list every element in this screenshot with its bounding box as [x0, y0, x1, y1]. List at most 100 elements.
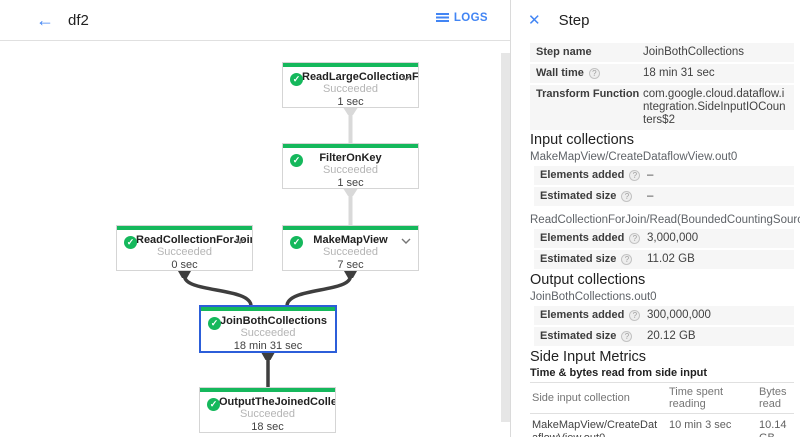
- help-icon[interactable]: ?: [621, 191, 633, 202]
- success-check-icon: ✓: [290, 154, 303, 167]
- node-duration: 1 sec: [337, 96, 364, 108]
- graph-node-readlargecollection[interactable]: ✓ ReadLargeCollectionFr... Succeeded 1 s…: [282, 62, 419, 108]
- close-icon[interactable]: ✕: [528, 12, 541, 29]
- back-arrow-icon[interactable]: ←: [36, 10, 54, 30]
- field-row-wall-time: Wall time? 18 min 31 sec: [530, 64, 794, 83]
- help-icon[interactable]: ?: [588, 68, 600, 79]
- panel-body: Step name JoinBothCollections Wall time?…: [511, 40, 800, 437]
- metric-row-elements-added: Elements added? 3,000,000: [534, 229, 794, 248]
- section-heading-side-input-metrics: Side Input Metrics: [530, 349, 647, 365]
- metric-label: Estimated size: [540, 190, 617, 202]
- help-icon[interactable]: ?: [629, 233, 641, 244]
- graph-node-outputthejoinedcollection[interactable]: ✓ OutputTheJoinedCollec... Succeeded 18 …: [199, 387, 336, 433]
- metric-row-estimated-size: Estimated size? 11.02 GB: [534, 250, 794, 269]
- section-heading-input-collections: Input collections: [530, 132, 634, 148]
- node-status: Succeeded: [240, 327, 296, 339]
- field-value: JoinBothCollections: [643, 46, 745, 58]
- metric-row-elements-added: Elements added? –: [534, 166, 794, 185]
- field-label: Transform Function: [536, 88, 640, 100]
- node-title: ReadLargeCollectionFr...: [302, 71, 418, 83]
- success-check-icon: ✓: [124, 236, 137, 249]
- side-input-metrics-subtitle: Time & bytes read from side input: [530, 367, 708, 379]
- metric-value: 11.02 GB: [647, 253, 695, 265]
- node-duration: 18 min 31 sec: [233, 340, 303, 352]
- metric-label: Elements added: [540, 232, 625, 244]
- node-title: OutputTheJoinedCollec...: [219, 396, 335, 408]
- graph-node-joinbothcollections-selected[interactable]: ✓ JoinBothCollections Succeeded 18 min 3…: [199, 305, 337, 353]
- graph-scrollbar-thumb[interactable]: [501, 53, 510, 422]
- field-row-transform-function: Transform Function com.google.cloud.data…: [530, 85, 794, 130]
- node-duration: 7 sec: [337, 259, 364, 271]
- success-check-icon: ✓: [208, 317, 221, 330]
- success-check-icon: ✓: [207, 398, 220, 411]
- node-success-bar: [283, 144, 418, 148]
- chevron-down-icon[interactable]: [235, 238, 245, 244]
- metric-value: –: [647, 169, 654, 181]
- metric-label: Estimated size: [540, 330, 617, 342]
- node-status: Succeeded: [322, 246, 379, 258]
- logs-list-icon: [435, 13, 449, 23]
- graph-node-readcollectionforjoin[interactable]: ✓ ReadCollectionForJoin Succeeded 0 sec: [116, 225, 253, 271]
- metric-value: 20.12 GB: [647, 330, 696, 342]
- node-title: FilterOnKey: [319, 152, 382, 164]
- node-success-bar: [117, 226, 252, 230]
- node-title: MakeMapView: [313, 234, 388, 246]
- collection-name: MakeMapView/CreateDataflowView.out0: [530, 151, 738, 163]
- node-status: Succeeded: [156, 246, 213, 258]
- table-cell-bytes: 10.14 GB: [757, 413, 794, 437]
- table-header-row: Side input collection Time spent reading…: [530, 382, 794, 414]
- metric-label: Elements added: [540, 169, 625, 181]
- graph-node-filteronkey[interactable]: ✓ FilterOnKey Succeeded 1 sec: [282, 143, 419, 189]
- node-success-bar: [283, 63, 418, 67]
- graph-canvas: ✓ ReadLargeCollectionFr... Succeeded 1 s…: [0, 41, 510, 437]
- column-header: Bytes read: [757, 382, 794, 414]
- table-cell-time: 10 min 3 sec: [667, 413, 757, 437]
- metric-row-estimated-size: Estimated size? 20.12 GB: [534, 327, 794, 346]
- node-success-bar: [200, 388, 335, 392]
- metric-value: 3,000,000: [647, 232, 699, 244]
- column-header: Time spent reading: [667, 382, 757, 414]
- node-status: Succeeded: [322, 164, 379, 176]
- metric-row-elements-added: Elements added? 300,000,000: [534, 306, 794, 325]
- help-icon[interactable]: ?: [629, 310, 641, 321]
- field-value: 18 min 31 sec: [643, 67, 715, 79]
- table-cell-collection: MakeMapView/CreateDataflowView.out0: [530, 413, 667, 437]
- node-status: Succeeded: [322, 83, 379, 95]
- section-heading-output-collections: Output collections: [530, 272, 646, 288]
- field-label: Wall time: [536, 67, 584, 79]
- node-status: Succeeded: [239, 408, 296, 420]
- graph-edges: [178, 108, 358, 388]
- metric-label: Estimated size: [540, 253, 617, 265]
- node-success-bar: [283, 226, 418, 230]
- collection-rows: Elements added? 300,000,000 Estimated si…: [530, 306, 794, 346]
- table-row: MakeMapView/CreateDataflowView.out0 10 m…: [530, 413, 794, 437]
- success-check-icon: ✓: [290, 73, 303, 86]
- node-title: JoinBothCollections: [220, 315, 327, 327]
- metric-row-estimated-size: Estimated size? –: [534, 187, 794, 206]
- field-value: com.google.cloud.dataflow.integration.Si…: [643, 88, 786, 126]
- metric-value: –: [647, 190, 654, 202]
- success-check-icon: ✓: [290, 236, 303, 249]
- help-icon[interactable]: ?: [621, 254, 633, 265]
- help-icon[interactable]: ?: [621, 331, 633, 342]
- side-input-metrics-table: Side input collection Time spent reading…: [530, 382, 794, 437]
- column-header: Side input collection: [530, 382, 667, 414]
- panel-header: ✕ Step: [511, 0, 800, 40]
- collection-name: ReadCollectionForJoin/Read(BoundedCounti…: [530, 214, 800, 226]
- graph-header: ← df2 LOGS: [0, 0, 510, 41]
- metric-label: Elements added: [540, 309, 625, 321]
- collection-rows: Elements added? – Estimated size? –: [530, 166, 794, 206]
- chevron-down-icon[interactable]: [401, 75, 411, 81]
- node-success-bar: [201, 307, 335, 311]
- help-icon[interactable]: ?: [629, 170, 641, 181]
- node-duration: 1 sec: [337, 177, 364, 189]
- field-label: Step name: [536, 46, 592, 58]
- chevron-down-icon[interactable]: [401, 238, 411, 244]
- graph-node-makemapview[interactable]: ✓ MakeMapView Succeeded 7 sec: [282, 225, 419, 271]
- job-title: df2: [68, 11, 89, 29]
- field-row-step-name: Step name JoinBothCollections: [530, 43, 794, 62]
- logs-button[interactable]: LOGS: [435, 12, 488, 24]
- node-duration: 0 sec: [171, 259, 198, 271]
- collection-rows: Elements added? 3,000,000 Estimated size…: [530, 229, 794, 269]
